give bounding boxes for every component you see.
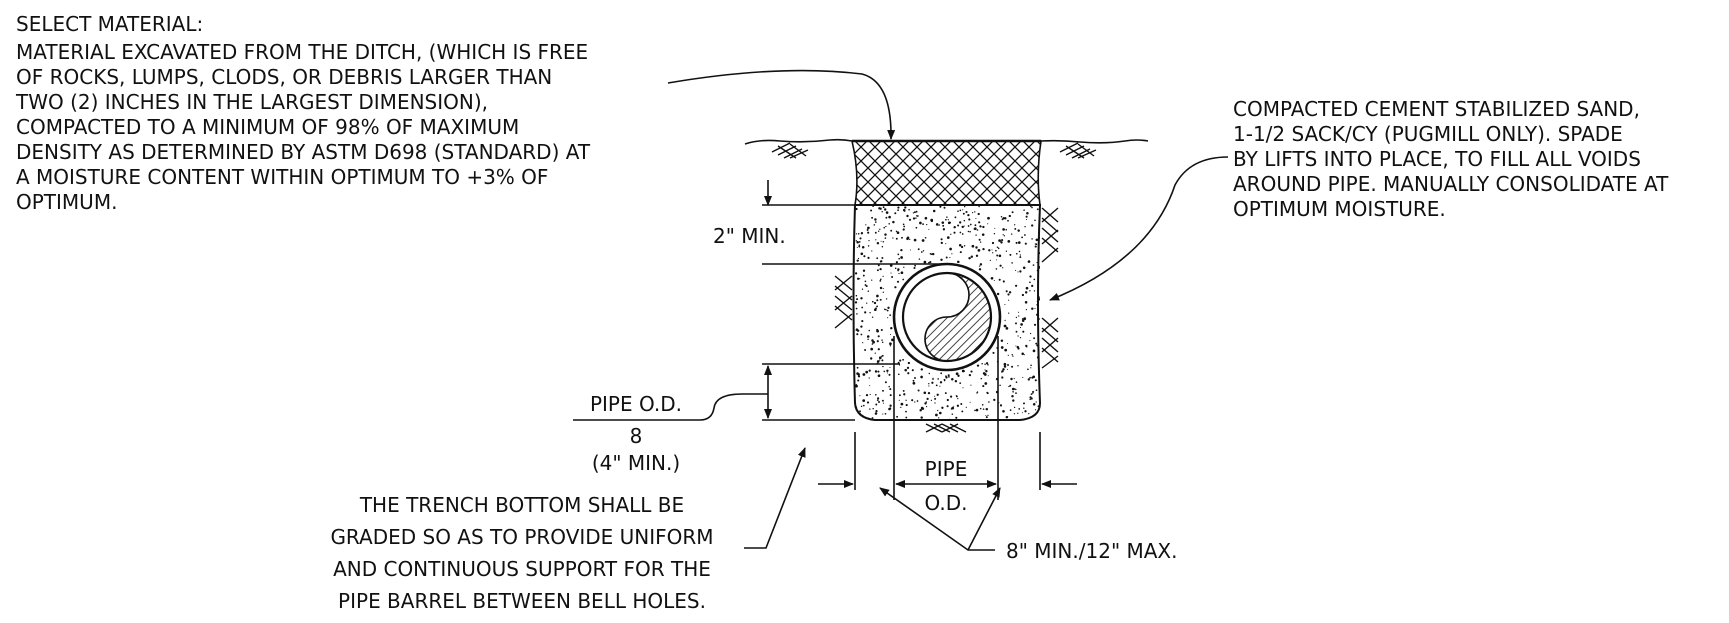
ground-line-right [1040, 139, 1149, 144]
select-material-line: OPTIMUM. [16, 190, 117, 214]
undisturbed-soil-symbol [834, 207, 1059, 433]
trench-bottom-note: THE TRENCH BOTTOM SHALL BE GRADED SO AS … [330, 493, 713, 613]
cement-sand-line: AROUND PIPE. MANUALLY CONSOLIDATE AT [1233, 172, 1669, 196]
select-material-line: COMPACTED TO A MINIMUM OF 98% OF MAXIMUM [16, 115, 519, 139]
cement-sand-line: COMPACTED CEMENT STABILIZED SAND, [1233, 97, 1640, 121]
bedding-denominator-label: 8 [630, 424, 643, 448]
select-material-line: TWO (2) INCHES IN THE LARGEST DIMENSION)… [15, 90, 488, 114]
bedding-dimension: PIPE O.D. 8 (4" MIN.) [573, 363, 900, 475]
pipe-od-label-line2: O.D. [924, 491, 967, 515]
select-material-line: MATERIAL EXCAVATED FROM THE DITCH, (WHIC… [16, 40, 588, 64]
select-material-note: SELECT MATERIAL: MATERIAL EXCAVATED FROM… [15, 12, 591, 214]
pipe-od-dimension: PIPE O.D. [893, 336, 999, 515]
select-material-line: OF ROCKS, LUMPS, CLODS, OR DEBRIS LARGER… [16, 65, 552, 89]
cover-dimension: 2" MIN. [713, 180, 947, 265]
cement-sand-leader [1049, 156, 1229, 301]
side-clearance-dimension: 8" MIN./12" MAX. [818, 432, 1178, 563]
ground-line-left [744, 138, 853, 145]
select-material-line: A MOISTURE CONTENT WITHIN OPTIMUM TO +3%… [16, 165, 548, 189]
cement-sand-line: 1-1/2 SACK/CY (PUGMILL ONLY). SPADE [1233, 122, 1623, 146]
select-material-leader [667, 69, 896, 140]
undisturbed-soil-symbol [771, 142, 1097, 159]
sand-stipple [854, 205, 1040, 420]
trench-bottom-line: THE TRENCH BOTTOM SHALL BE [359, 493, 684, 517]
cement-sand-line: BY LIFTS INTO PLACE, TO FILL ALL VOIDS [1233, 147, 1641, 171]
cement-sand-line: OPTIMUM MOISTURE. [1233, 197, 1446, 221]
trench-bottom-leader [744, 447, 806, 549]
cover-min-label: 2" MIN. [713, 224, 786, 248]
select-material-heading: SELECT MATERIAL: [16, 12, 203, 36]
pipe-od-label-line1: PIPE [925, 457, 968, 481]
bedding-min-label: (4" MIN.) [592, 451, 680, 475]
trench-bottom-line: GRADED SO AS TO PROVIDE UNIFORM [330, 525, 713, 549]
pipe-section [892, 262, 1002, 372]
side-clearance-label: 8" MIN./12" MAX. [1006, 539, 1178, 563]
bedding-numerator-label: PIPE O.D. [590, 392, 682, 416]
select-material-line: DENSITY AS DETERMINED BY ASTM D698 (STAN… [16, 140, 591, 164]
select-backfill-zone [850, 140, 1042, 206]
cement-sand-note: COMPACTED CEMENT STABILIZED SAND, 1-1/2 … [1233, 97, 1669, 221]
trench-bottom-line: PIPE BARREL BETWEEN BELL HOLES. [338, 589, 706, 613]
trench-bottom-line: AND CONTINUOUS SUPPORT FOR THE [333, 557, 711, 581]
